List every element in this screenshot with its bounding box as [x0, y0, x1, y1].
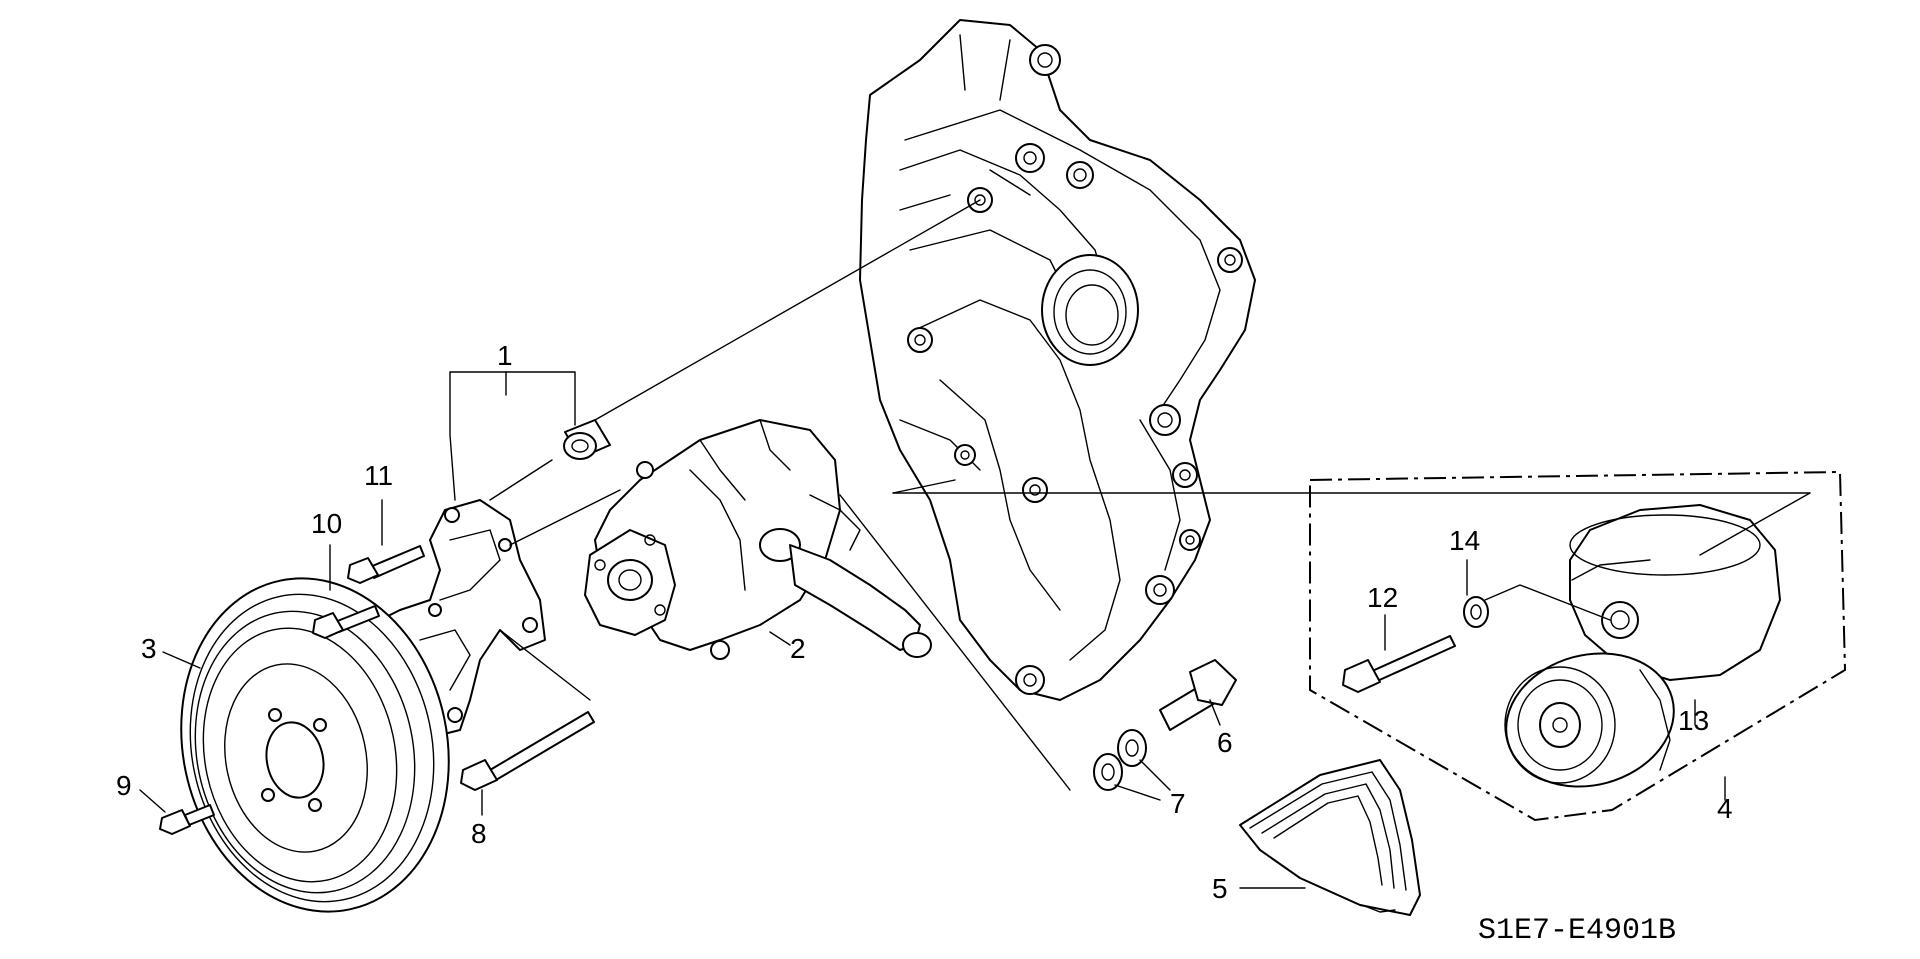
- bolt-12: [1342, 635, 1456, 693]
- power-steering-pump: [584, 419, 932, 660]
- bolt-10: [312, 605, 380, 639]
- diagram-code: S1E7-E4901B: [1478, 914, 1676, 948]
- callout-14: 14: [1449, 525, 1480, 556]
- crank-pulley: [180, 577, 450, 913]
- drive-belt: [1239, 759, 1421, 916]
- callout-4: 4: [1717, 793, 1733, 824]
- tensioner-assembly-box: [1309, 470, 1847, 822]
- callout-2: 2: [790, 633, 806, 664]
- bolt-11: [347, 545, 425, 584]
- callout-3: 3: [141, 633, 157, 664]
- engine-cover: [859, 19, 1256, 701]
- callout-7: 7: [1170, 788, 1186, 819]
- bolt-9: [159, 804, 215, 835]
- callout-11: 11: [364, 460, 393, 491]
- callout-12: 12: [1367, 582, 1398, 613]
- bolt-8: [460, 711, 595, 791]
- sealing-washers-7: [1093, 729, 1147, 791]
- belt-tensioner: [1504, 504, 1781, 788]
- callout-10: 10: [311, 508, 342, 539]
- callout-6: 6: [1217, 727, 1233, 758]
- callout-9: 9: [116, 770, 132, 801]
- callout-1: 1: [497, 340, 513, 371]
- collar: [563, 419, 611, 460]
- banjo-bolt-6: [1159, 659, 1237, 731]
- washer-14: [1463, 596, 1489, 628]
- leader-lines: [139, 199, 1811, 889]
- callout-13: 13: [1678, 705, 1709, 736]
- callout-8: 8: [471, 818, 487, 849]
- callout-5: 5: [1212, 873, 1228, 904]
